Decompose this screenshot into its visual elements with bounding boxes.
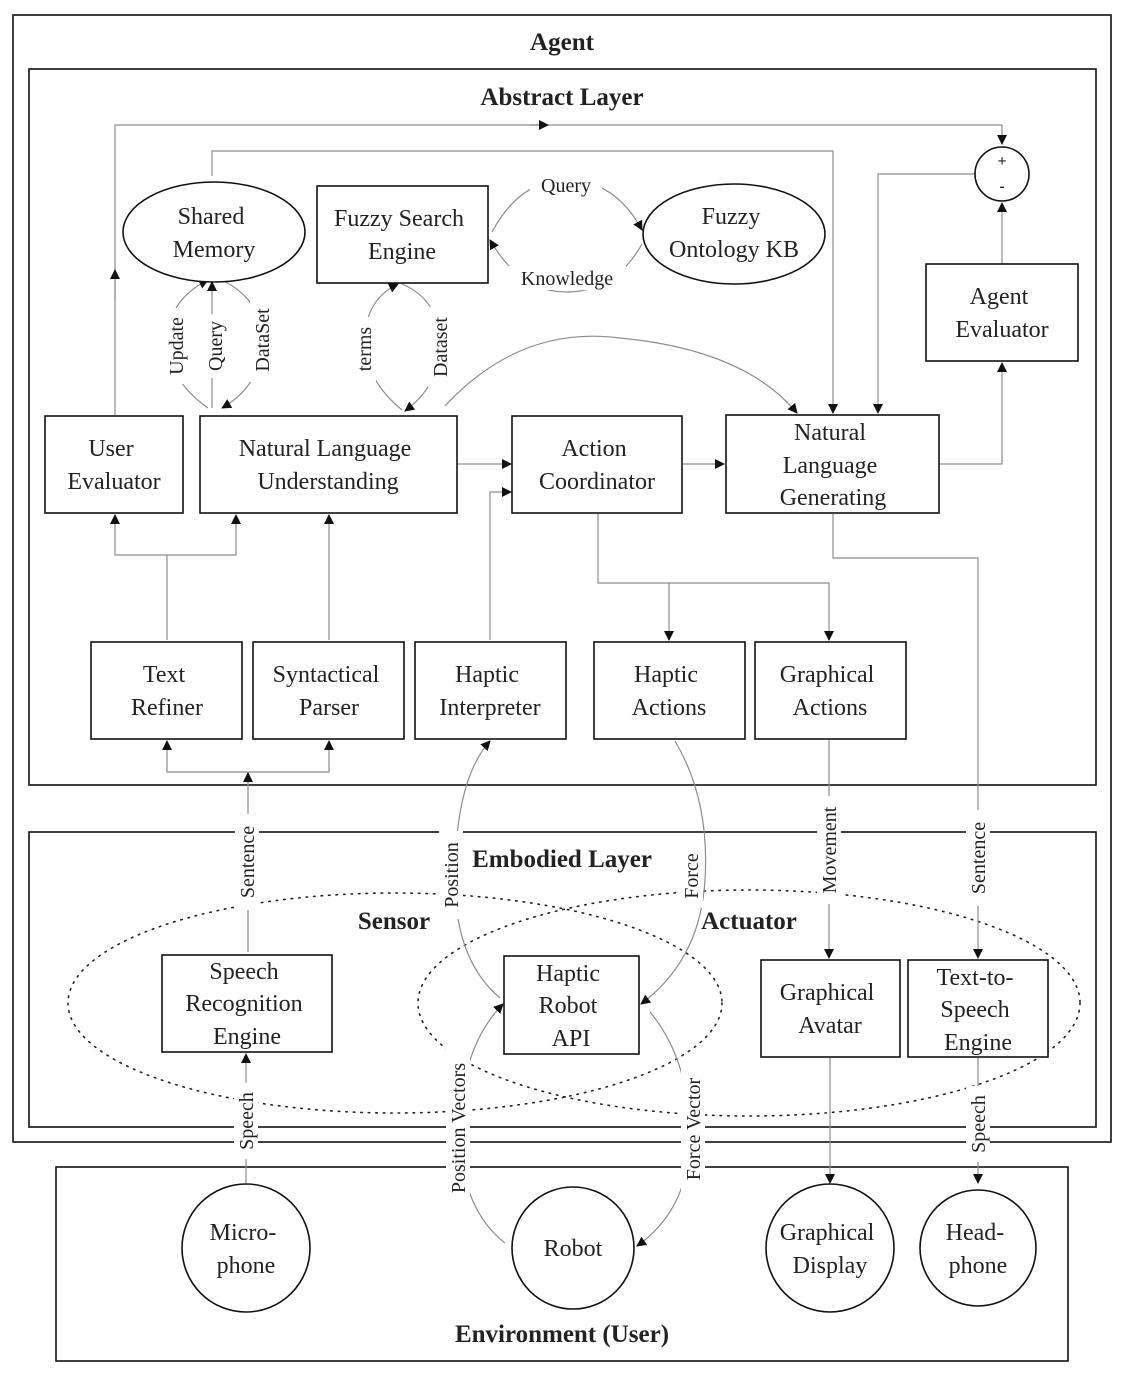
embodied-layer-frame bbox=[28, 831, 1097, 1128]
edge-label-dataset-memory: DataSet bbox=[252, 308, 274, 372]
text-refiner-label: Text Refiner bbox=[131, 662, 203, 721]
agent-frame bbox=[12, 14, 1112, 1143]
nlu-node bbox=[199, 415, 458, 514]
summing-junction bbox=[974, 146, 1030, 202]
environment-frame bbox=[55, 1166, 1069, 1362]
edge-label-force-vector: Force Vector bbox=[683, 1077, 705, 1180]
edge-memory-to-nlg bbox=[211, 150, 838, 414]
edge-label-position-vectors: Position Vectors bbox=[448, 1063, 470, 1193]
graphical-display-node bbox=[765, 1183, 895, 1313]
embodied-title-bg bbox=[460, 842, 665, 872]
edge-label-speech-out: Speech bbox=[968, 1095, 990, 1153]
sensor-title: Sensor bbox=[358, 908, 430, 935]
fuzzy-ontology-kb-label: Fuzzy Ontology KB bbox=[669, 204, 799, 263]
text-refiner-node bbox=[90, 641, 243, 740]
speech-recognition-engine-label: Speech Recognition Engine bbox=[185, 959, 308, 1050]
fuzzy-search-engine-node bbox=[316, 185, 489, 284]
agent-evaluator-label: Agent Evaluator bbox=[955, 284, 1048, 343]
nlg-node bbox=[725, 414, 940, 514]
edge-label-update: Update bbox=[166, 317, 188, 375]
edge-label-query-memory: Query bbox=[205, 321, 227, 371]
edge-label-sentence-out: Sentence bbox=[968, 822, 990, 894]
fuzzy-search-engine-label: Fuzzy Search Engine bbox=[334, 206, 470, 265]
sum-plus-sign: + bbox=[997, 153, 1006, 170]
edge-sentence-out bbox=[832, 514, 983, 959]
edge-label-movement: Movement bbox=[819, 806, 841, 893]
edge-force bbox=[640, 740, 707, 1005]
graphical-avatar-label: Graphical Avatar bbox=[780, 980, 881, 1039]
nlg-label: Natural Language Generating bbox=[780, 420, 887, 511]
actuator-title: Actuator bbox=[701, 908, 797, 935]
user-evaluator-node bbox=[44, 415, 184, 514]
edge-label-sentence-in: Sentence bbox=[237, 826, 259, 898]
edge-label-terms: terms bbox=[354, 327, 376, 372]
shared-memory-node bbox=[122, 181, 306, 283]
user-evaluator-label: User Evaluator bbox=[67, 436, 160, 495]
edge-nlg-to-agent-eval bbox=[940, 362, 1007, 465]
edge-nlu-to-nlg-arc bbox=[444, 335, 798, 414]
speech-recognition-engine-node bbox=[161, 954, 333, 1053]
haptic-robot-api-node bbox=[503, 955, 640, 1055]
haptic-interpreter-node bbox=[414, 641, 567, 740]
edge-refiner-to-nlu bbox=[167, 514, 241, 556]
environment-title: Environment (User) bbox=[455, 1321, 669, 1348]
edge-label-position: Position bbox=[441, 842, 463, 908]
abstract-layer-title: Abstract Layer bbox=[480, 84, 643, 111]
edge-label-query-top: Query bbox=[541, 175, 591, 197]
sum-minus-sign: - bbox=[999, 178, 1004, 195]
shared-memory-label: Shared Memory bbox=[173, 204, 256, 263]
headphone-node bbox=[919, 1189, 1037, 1307]
syntactical-parser-label: Syntactical Parser bbox=[273, 662, 386, 721]
edge-sum-to-nlg bbox=[873, 173, 975, 414]
agent-evaluator-node bbox=[925, 263, 1079, 362]
edge-sentence-split-right bbox=[248, 740, 334, 773]
graphical-actions-node bbox=[754, 641, 907, 740]
robot-label: Robot bbox=[544, 1236, 603, 1262]
actuator-region bbox=[417, 889, 1081, 1117]
edge-label-dataset-search: Dataset bbox=[430, 317, 452, 377]
action-coordinator-label: Action Coordinator bbox=[539, 436, 655, 495]
syntactical-parser-node bbox=[252, 641, 405, 740]
robot-node bbox=[511, 1186, 635, 1310]
headphone-label: Head- phone bbox=[946, 1220, 1011, 1279]
haptic-actions-label: Haptic Actions bbox=[632, 662, 707, 721]
edge-haptic-interp-to-coordinator bbox=[489, 487, 512, 640]
fuzzy-ontology-kb-node bbox=[642, 183, 826, 285]
action-coordinator-node bbox=[511, 415, 683, 514]
text-to-speech-engine-label: Text-to- Speech Engine bbox=[937, 965, 1020, 1056]
sensor-region bbox=[67, 892, 723, 1114]
graphical-display-label: Graphical Display bbox=[780, 1220, 881, 1279]
edge-label-speech-in: Speech bbox=[236, 1092, 258, 1150]
edge-sentence-split-left bbox=[162, 740, 248, 773]
edge-label-knowledge: Knowledge bbox=[521, 268, 613, 290]
agent-title: Agent bbox=[530, 29, 595, 56]
haptic-interpreter-label: Haptic Interpreter bbox=[439, 662, 540, 721]
graphical-avatar-node bbox=[760, 959, 901, 1058]
edge-coordinator-to-graphical-actions bbox=[669, 582, 834, 641]
microphone-label: Micro- phone bbox=[210, 1220, 283, 1279]
nlu-label: Natural Language Understanding bbox=[239, 436, 418, 495]
edge-refiner-to-user-eval bbox=[110, 514, 168, 640]
haptic-actions-node bbox=[593, 641, 746, 740]
edge-label-force: Force bbox=[681, 853, 703, 899]
embodied-layer-title: Embodied Layer bbox=[472, 846, 652, 873]
graphical-actions-label: Graphical Actions bbox=[780, 662, 881, 721]
edge-coordinator-to-haptic-actions bbox=[597, 514, 674, 641]
microphone-node bbox=[181, 1183, 311, 1313]
abstract-layer-frame bbox=[28, 68, 1097, 786]
haptic-robot-api-label: Haptic Robot API bbox=[536, 961, 606, 1052]
text-to-speech-engine-node bbox=[907, 959, 1049, 1058]
